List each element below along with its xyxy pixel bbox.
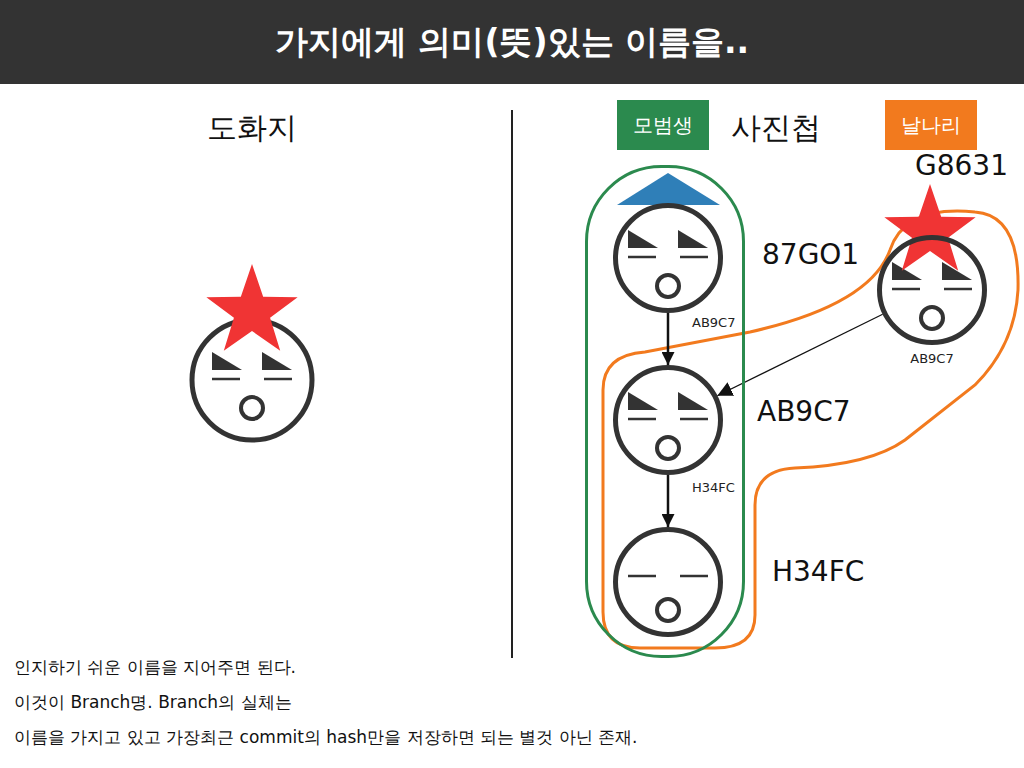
note-line: 인지하기 쉬운 이름을 지어주면 된다. (14, 656, 296, 679)
parent-arrow (667, 313, 670, 365)
commit-hash: AB9C7 (757, 396, 851, 428)
branch-region: 모범생87GO1AB9C7H34FC (585, 165, 745, 658)
section-label: 사진첩 (731, 108, 821, 149)
commit-face (628, 576, 708, 621)
branch-name: 날나리 (901, 100, 961, 150)
section-label: 도화지 (207, 108, 297, 149)
title-text: 가지에게 의미(뜻)있는 이름을.. (275, 20, 749, 65)
star-mark (884, 184, 975, 271)
branch-name: 모범생 (617, 100, 709, 150)
branch-outline (603, 211, 1018, 648)
commit-node: AB9C7 (613, 365, 723, 475)
commit-hash: 87GO1 (762, 239, 859, 271)
commit-face (628, 392, 708, 459)
edge-label: AB9C7 (908, 351, 955, 366)
commit-node: 87GO1 (613, 203, 723, 313)
edge-label: H34FC (690, 480, 737, 495)
commit-hash: H34FC (772, 556, 864, 588)
commit-node: H34FC (613, 527, 723, 637)
edge-label: AB9C7 (690, 315, 737, 330)
note-line: 이름을 가지고 있고 가장최근 commit의 hash만을 저장하면 되는 별… (14, 726, 638, 749)
commit-hash: G8631 (915, 150, 1008, 182)
head-hat (617, 173, 720, 205)
canvas-face (192, 264, 312, 440)
divider-line (511, 110, 513, 658)
note-line: 이것이 Branch명. Branch의 실체는 (14, 691, 292, 714)
commit-face (628, 230, 708, 297)
parent-arrow (667, 475, 670, 527)
commit-node: G8631 (877, 235, 987, 345)
branch-tag: 날나리 (885, 100, 977, 150)
commit-face (892, 262, 972, 329)
